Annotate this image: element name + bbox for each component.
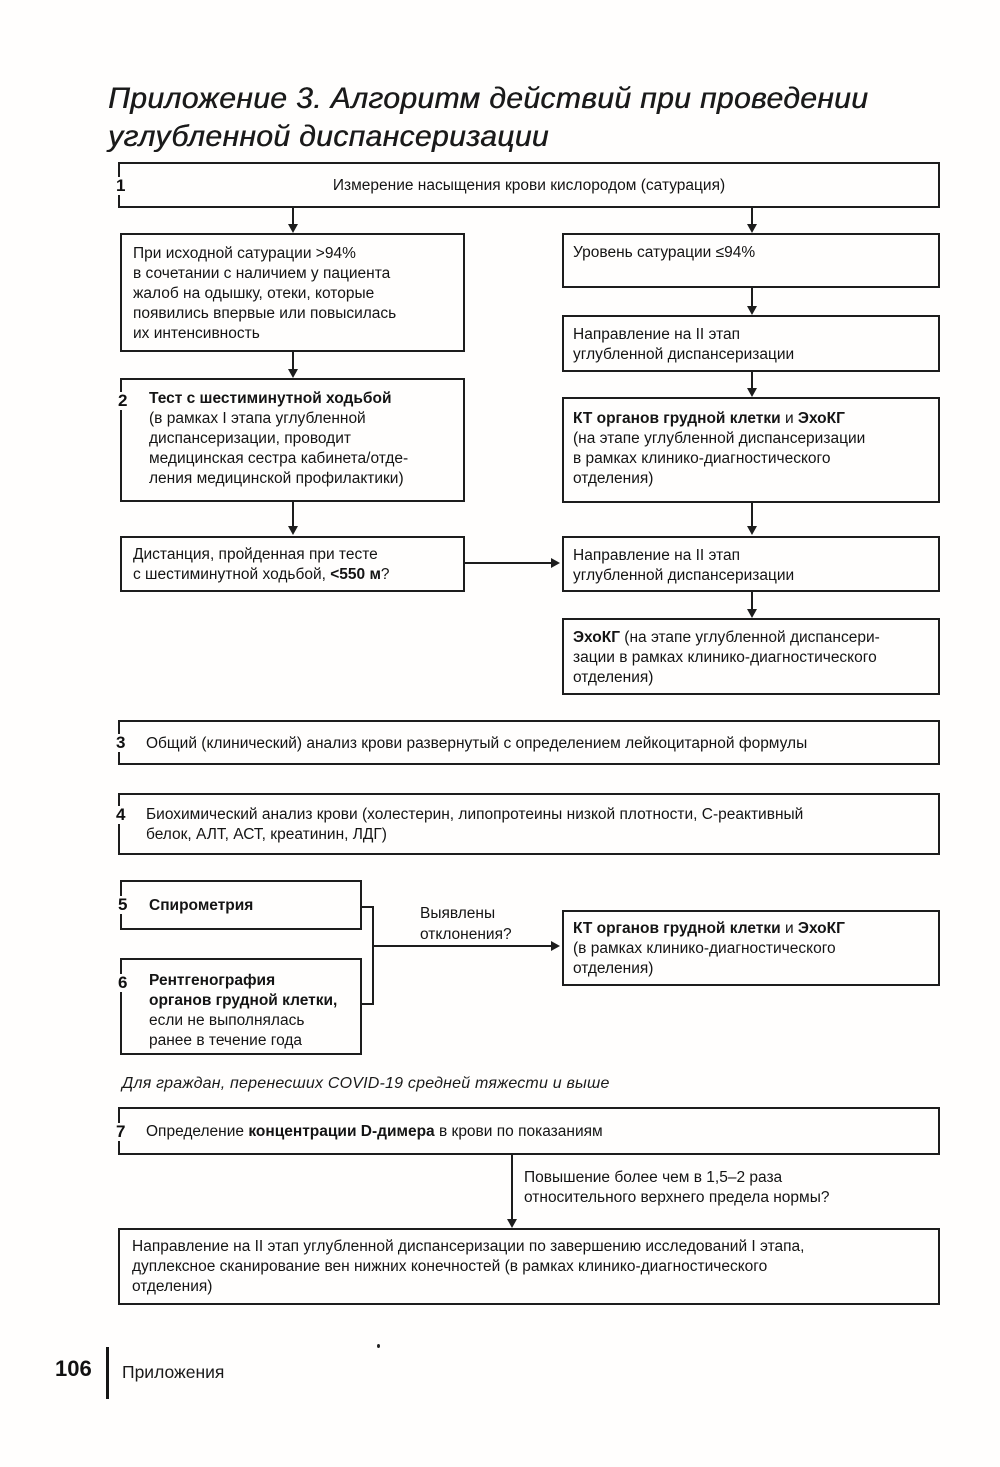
arrow-line-sathigh-step2 — [292, 352, 294, 370]
arrow-line-deviations — [372, 945, 552, 947]
arrow-head-referral-ctecho — [747, 388, 757, 397]
bracket-step6-segment — [360, 1003, 374, 1005]
step2-text: Тест с шестиминутной ходьбой (в рамках I… — [149, 389, 457, 489]
flow-box-distance: Дистанция, пройденная при тесте с шестим… — [120, 536, 465, 592]
step6-detail: если не выполнялась ранее в течение года — [149, 1012, 305, 1049]
step1-text: Измерение насыщения крови кислородом (са… — [332, 177, 726, 194]
flow-box-final: Направление на II этап углубленной диспа… — [118, 1228, 940, 1305]
distance-text: Дистанция, пройденная при тесте с шестим… — [133, 545, 457, 585]
arrow-head-referral2-echo — [747, 609, 757, 618]
step7-text: Определение концентрации D-димера в кров… — [146, 1122, 928, 1142]
elevation-label: Повышение более чем в 1,5–2 раза относит… — [524, 1169, 830, 1206]
flow-box-step5: 5 Спирометрия — [116, 880, 362, 930]
arrow-line-step7-final — [511, 1155, 513, 1220]
footer-page-number: 106 — [55, 1356, 92, 1381]
arrow-head-step2-distance — [288, 526, 298, 535]
arrow-line-ctecho-referral2 — [751, 503, 753, 527]
deviations-label: Выявлены отклонения? — [420, 905, 512, 943]
flow-box-saturation-low: Уровень сатурации ≤94% — [562, 233, 940, 288]
arrow-line-referral-ctecho — [751, 372, 753, 389]
arrow-line-step2-distance — [292, 502, 294, 527]
arrow-head-step1-left — [288, 224, 298, 233]
step4-text: Биохимический анализ крови (холестерин, … — [146, 806, 804, 843]
step-number-2: 2 — [116, 391, 130, 410]
arrow-line-step1-left — [292, 208, 294, 225]
flow-box-step7: 7 Определение концентрации D-димера в кро… — [114, 1107, 940, 1155]
echo-stage-text: ЭхоКГ (на этапе углубленной диспансери- … — [573, 628, 932, 688]
referral-walk-text: Направление на II этап углубленной диспа… — [573, 547, 795, 584]
flow-box-ct-echo-stage: КТ органов грудной клетки и ЭхоКГ (на эт… — [562, 397, 940, 503]
echo-stage-detail: (на этапе углубленной диспансери- зации … — [573, 629, 880, 686]
arrow-head-distance-referral — [551, 558, 560, 568]
bracket-step5-segment — [360, 906, 374, 908]
flow-box-step6: 6 Рентгенография органов грудной клетки, … — [116, 958, 362, 1055]
saturation-high-text: При исходной сатурации >94% в сочетании … — [133, 245, 397, 342]
step2-detail: (в рамках I этапа углубленной диспансери… — [149, 410, 409, 487]
flow-box-step1: 1 Измерение насыщения крови кислородом (с… — [114, 162, 940, 208]
ct-echo-dept-bold2: ЭхоКГ — [797, 920, 845, 937]
flow-box-step2: 2 Тест с шестиминутной ходьбой (в рамках … — [116, 378, 465, 502]
ct-echo-stage-text: КТ органов грудной клетки и ЭхоКГ (на эт… — [573, 409, 932, 489]
ct-echo-stage-mid: и — [780, 410, 798, 427]
step-number-5: 5 — [116, 895, 130, 914]
ct-echo-dept-detail: (в рамках клинико-диагностического отдел… — [573, 940, 836, 977]
scan-dot-artifact — [377, 1344, 380, 1348]
flow-box-echo-stage: ЭхоКГ (на этапе углубленной диспансери- … — [562, 618, 940, 695]
arrow-line-referral2-echo — [751, 592, 753, 610]
flow-box-step4: 4 Биохимический анализ крови (холестерин,… — [114, 793, 940, 855]
ct-echo-stage-bold2: ЭхоКГ — [797, 410, 845, 427]
footer-divider — [106, 1347, 109, 1399]
echo-stage-bold: ЭхоКГ — [573, 629, 620, 646]
arrow-head-step7-final — [507, 1219, 517, 1228]
arrow-head-step1-right — [747, 224, 757, 233]
referral-sat-text: Направление на II этап углубленной диспа… — [573, 326, 795, 363]
ct-echo-dept-text: КТ органов грудной клетки и ЭхоКГ (в рам… — [573, 919, 932, 979]
step3-text: Общий (клинический) анализ крови разверн… — [146, 735, 808, 752]
flow-box-referral-sat: Направление на II этап углубленной диспа… — [562, 315, 940, 372]
step-number-1: 1 — [114, 176, 128, 195]
arrow-head-deviations — [551, 941, 560, 951]
step5-text: Спирометрия — [149, 896, 354, 916]
arrow-line-distance-referral — [465, 562, 552, 564]
step-number-4: 4 — [114, 805, 128, 824]
ct-echo-stage-detail: (на этапе углубленной диспансеризации в … — [573, 430, 866, 487]
saturation-low-text: Уровень сатурации ≤94% — [573, 244, 756, 261]
footer-section-label: Приложения — [122, 1362, 225, 1382]
ct-echo-dept-bold1: КТ органов грудной клетки — [573, 920, 781, 937]
flow-box-saturation-high: При исходной сатурации >94% в сочетании … — [120, 233, 465, 352]
bracket-vertical-line — [372, 906, 374, 1005]
arrow-line-step1-right — [751, 208, 753, 225]
flow-box-step3: 3 Общий (клинический) анализ крови развер… — [114, 720, 940, 765]
step6-text: Рентгенография органов грудной клетки, е… — [149, 971, 356, 1051]
step-number-3: 3 — [114, 733, 128, 752]
arrow-head-satlow-referral — [747, 306, 757, 315]
step-number-7: 7 — [114, 1122, 128, 1141]
step7-suffix: в крови по показаниям — [434, 1123, 603, 1140]
final-text: Направление на II этап углубленной диспа… — [132, 1238, 805, 1295]
step7-prefix: Определение — [146, 1123, 249, 1140]
flow-box-referral-walk: Направление на II этап углубленной диспа… — [562, 536, 940, 592]
arrow-head-ctecho-referral2 — [747, 526, 757, 535]
arrow-line-satlow-referral — [751, 288, 753, 307]
step7-bold: концентрации D-димера — [248, 1123, 435, 1140]
ct-echo-stage-bold1: КТ органов грудной клетки — [573, 410, 781, 427]
covid-note: Для граждан, перенесших COVID-19 средней… — [122, 1075, 610, 1092]
page-title: Приложение 3. Алгоритм действий при пров… — [108, 82, 869, 153]
ct-echo-dept-mid: и — [780, 920, 798, 937]
step2-title: Тест с шестиминутной ходьбой — [149, 390, 392, 407]
distance-suffix: ? — [380, 566, 390, 583]
flow-box-ct-echo-dept: КТ органов грудной клетки и ЭхоКГ (в рам… — [562, 910, 940, 986]
distance-prefix: Дистанция, пройденная при тесте с шестим… — [133, 546, 378, 583]
step-number-6: 6 — [116, 973, 130, 992]
distance-bold: <550 м — [330, 566, 381, 583]
arrow-head-sathigh-step2 — [288, 369, 298, 378]
step5-title: Спирометрия — [149, 897, 254, 914]
step6-title: Рентгенография органов грудной клетки, — [149, 972, 338, 1009]
